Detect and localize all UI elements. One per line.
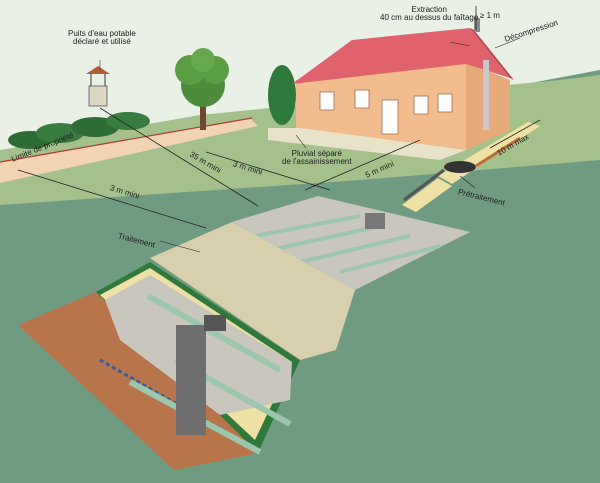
height-1m-label: ≥ 1 m [480,12,500,20]
extraction-label: Extraction 40 cm au dessus du faîtage [380,6,478,23]
distribution-box [365,213,385,229]
well-icon [86,66,110,106]
shrub-icon [268,65,296,125]
well-label: Puits d'eau potable déclaré et utilisé [68,30,136,47]
rainwater-label: Pluvial séparé de l'assainissement [282,150,352,167]
septic-tank [444,161,476,173]
inspection-shaft [176,325,206,435]
